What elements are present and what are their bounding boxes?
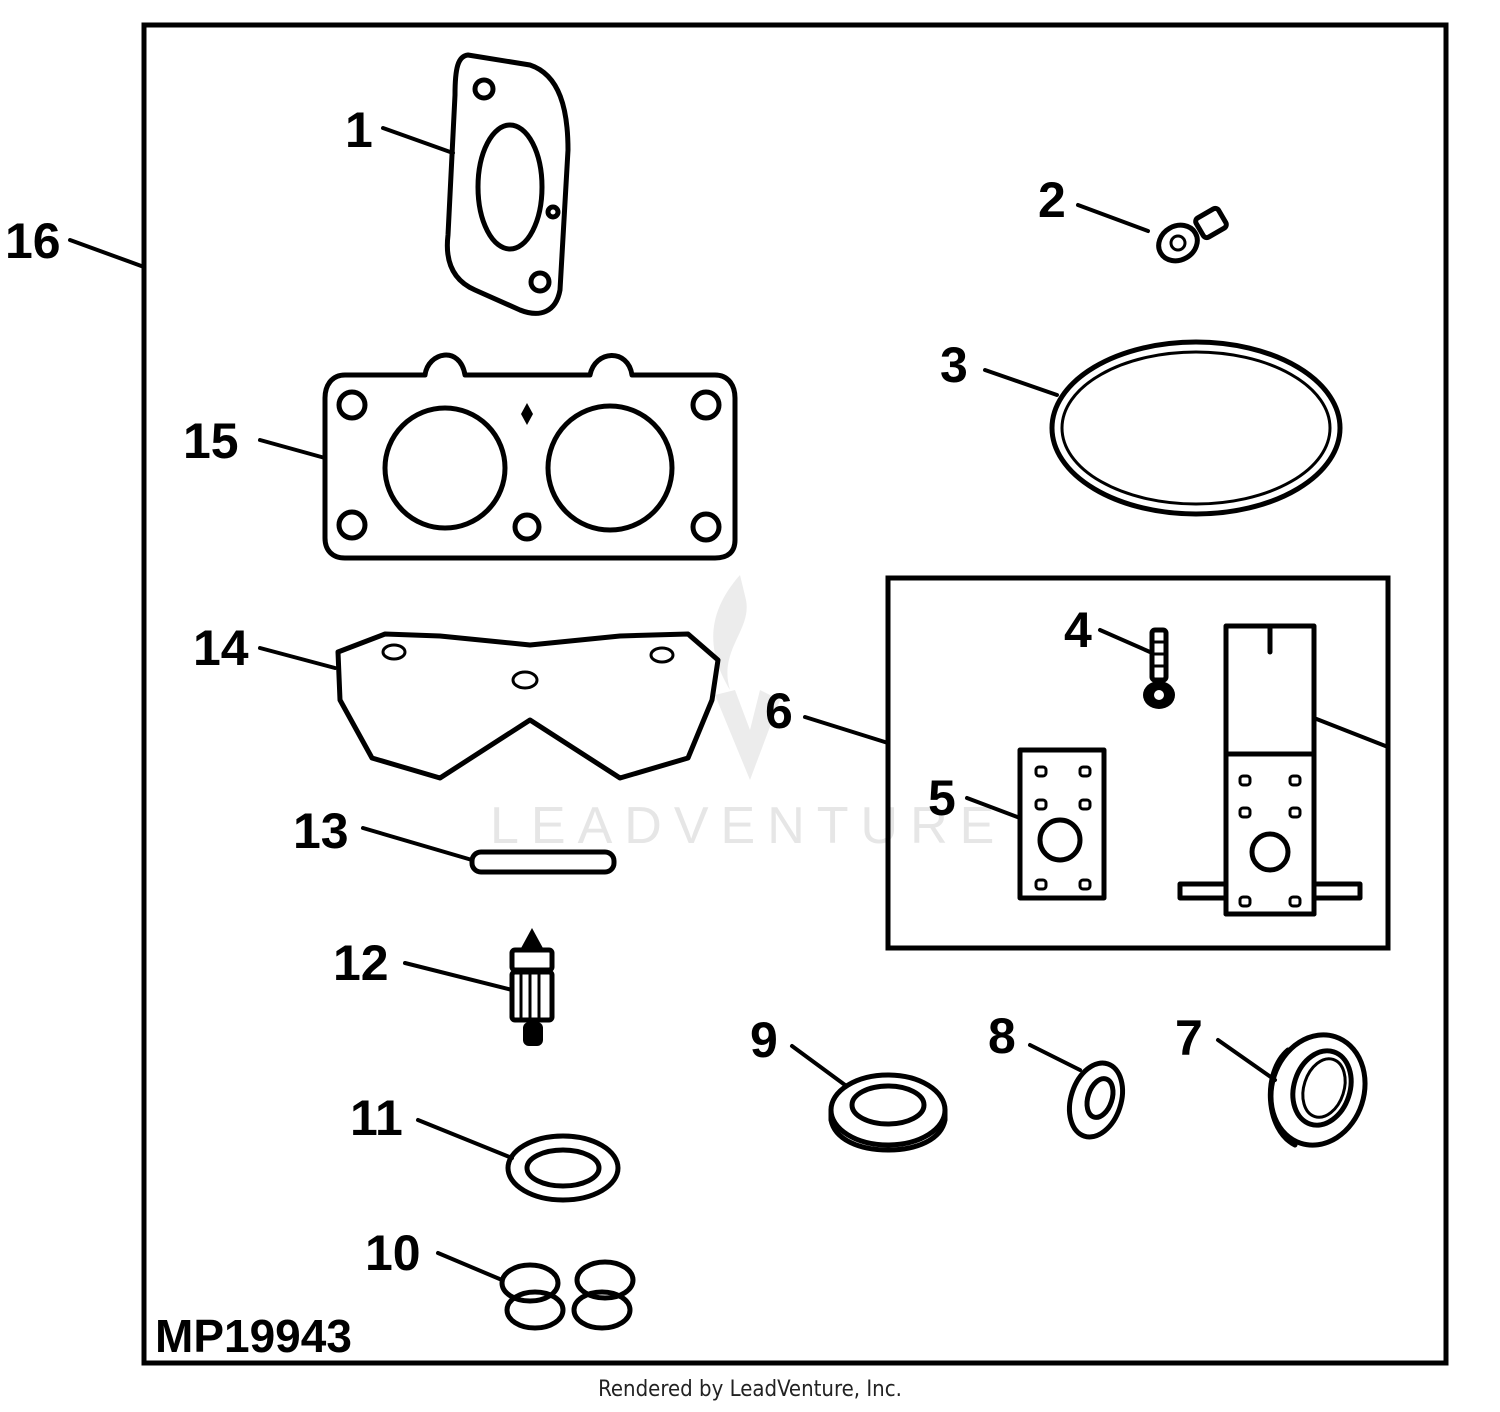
callout-12: 12 bbox=[333, 935, 389, 991]
cover-gasket-icon[interactable] bbox=[444, 52, 571, 316]
callout-4: 4 bbox=[1064, 602, 1092, 658]
callout-8: 8 bbox=[988, 1008, 1016, 1064]
plate-icon[interactable] bbox=[1017, 747, 1107, 901]
washer-icon[interactable] bbox=[1060, 1056, 1131, 1144]
float-kit-box bbox=[885, 575, 1391, 951]
callout-13: 13 bbox=[293, 803, 349, 859]
pin-icon[interactable] bbox=[469, 849, 617, 875]
bowl-gasket-icon[interactable] bbox=[335, 631, 721, 781]
callout-6: 6 bbox=[765, 683, 793, 739]
callout-7: 7 bbox=[1175, 1010, 1203, 1066]
callout-9: 9 bbox=[750, 1012, 778, 1068]
callout-16: 16 bbox=[5, 213, 61, 269]
grommet-icon[interactable] bbox=[828, 1072, 948, 1153]
callout-11: 11 bbox=[350, 1090, 403, 1146]
leader-lines bbox=[68, 126, 1390, 1282]
gasket-ring-icon[interactable] bbox=[505, 1133, 621, 1203]
callout-14: 14 bbox=[193, 620, 249, 676]
needle-valve-icon[interactable] bbox=[509, 928, 555, 1046]
flange-gasket-icon[interactable] bbox=[322, 352, 738, 561]
leadventure-watermark: LEADVENTURE bbox=[490, 575, 1006, 855]
kit-frame bbox=[141, 22, 1449, 1366]
footer-credit: Rendered by LeadVenture, Inc. bbox=[598, 1377, 902, 1402]
seal-icon[interactable] bbox=[1257, 1023, 1379, 1158]
callout-1: 1 bbox=[345, 102, 373, 158]
screw-icon[interactable] bbox=[1152, 205, 1229, 268]
o-ring-icon[interactable] bbox=[1049, 339, 1343, 517]
callout-2: 2 bbox=[1038, 172, 1066, 228]
callout-10: 10 bbox=[365, 1225, 421, 1281]
callout-3: 3 bbox=[940, 337, 968, 393]
figure-id: MP19943 bbox=[155, 1310, 352, 1362]
watermark-text: LEADVENTURE bbox=[490, 797, 1006, 855]
float-kit-icon[interactable] bbox=[1177, 623, 1363, 917]
callout-5: 5 bbox=[928, 770, 956, 826]
seal-set-icon[interactable] bbox=[499, 1259, 636, 1331]
screw-icon[interactable] bbox=[1143, 627, 1175, 709]
callout-15: 15 bbox=[183, 413, 239, 469]
